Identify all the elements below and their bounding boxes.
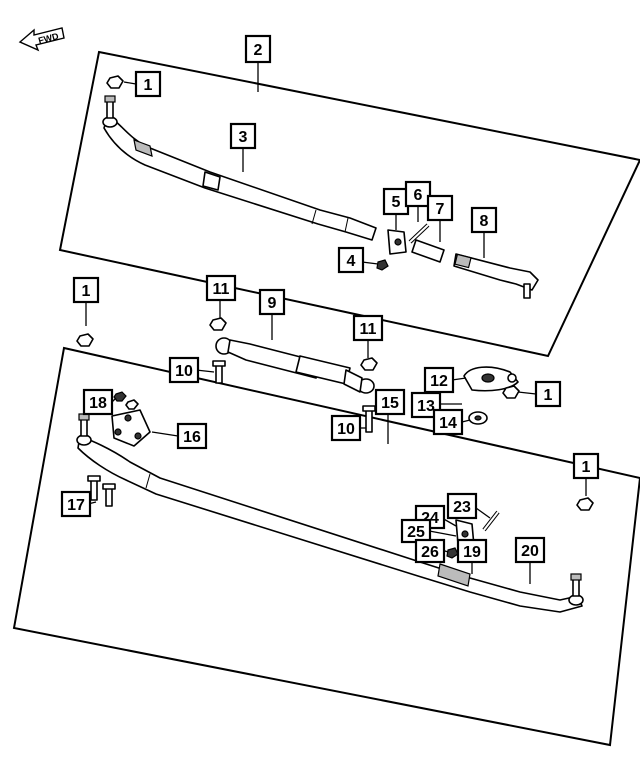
- callout-10: 10: [168, 356, 200, 384]
- callout-12: 12: [423, 366, 455, 394]
- steering-damper: [215, 337, 375, 394]
- drag-link-end-right: [568, 573, 584, 606]
- damper-bracket: [463, 366, 519, 392]
- callout-label: 1: [82, 283, 91, 300]
- upper-assembly-panel: [58, 50, 640, 358]
- callout-6: 6: [404, 180, 432, 208]
- callout-25: 25: [400, 518, 432, 544]
- callout-20: 20: [514, 536, 546, 564]
- nut-lower-right: [576, 497, 594, 511]
- callout-label: 12: [430, 373, 448, 390]
- callout-label: 8: [480, 213, 489, 230]
- callout-label: 5: [392, 194, 401, 211]
- callout-19: 19: [456, 538, 488, 564]
- callout-label: 19: [463, 544, 481, 561]
- callout-1: 1: [572, 452, 600, 480]
- callout-23: 23: [446, 492, 478, 520]
- callout-8: 8: [470, 206, 498, 234]
- callout-label: 25: [407, 524, 425, 541]
- callout-label: 17: [67, 497, 85, 514]
- callout-label: 13: [417, 398, 435, 415]
- callout-16: 16: [176, 422, 208, 450]
- callout-2: 2: [244, 34, 272, 64]
- damper-nut-left: [209, 317, 227, 331]
- plate-bolt-a: [87, 475, 101, 501]
- callout-label: 2: [254, 42, 263, 59]
- callout-9: 9: [258, 288, 286, 316]
- callout-label: 4: [347, 253, 356, 270]
- callout-label: 11: [360, 321, 377, 338]
- adjuster-sleeve: [411, 239, 445, 263]
- nut-middle-left: [76, 333, 94, 347]
- callout-label: 10: [175, 363, 193, 380]
- callout-18: 18: [82, 388, 114, 416]
- leader-lines: [85, 62, 587, 584]
- callout-15: 15: [374, 388, 406, 416]
- callout-7: 7: [426, 194, 454, 222]
- callout-label: 10: [337, 421, 355, 438]
- drag-link: [77, 435, 583, 613]
- callout-11: 11: [205, 274, 237, 302]
- drag-link-end-left: [76, 413, 92, 446]
- callout-26: 26: [414, 538, 446, 564]
- clamp-nut-lower: [446, 547, 459, 559]
- callout-4: 4: [337, 246, 365, 274]
- callout-3: 3: [229, 122, 257, 150]
- callout-label: 18: [89, 395, 107, 412]
- nut-upper: [106, 75, 124, 89]
- mounting-plate: [111, 409, 151, 447]
- callout-label: 9: [268, 295, 277, 312]
- adjuster-clamp: [387, 229, 407, 255]
- nut-middle-right: [502, 385, 520, 399]
- fwd-arrow-icon: FWD: [18, 27, 65, 52]
- callout-14: 14: [432, 408, 464, 436]
- callout-11: 11: [352, 314, 384, 342]
- damper-bolt-left: [212, 360, 226, 384]
- callout-label: 1: [544, 387, 553, 404]
- callout-17: 17: [60, 490, 92, 518]
- callout-label: 7: [436, 201, 445, 218]
- plate-nut-a: [113, 391, 127, 402]
- outer-tie-rod-end: [453, 253, 539, 299]
- callout-5: 5: [382, 187, 410, 216]
- callout-label: 15: [381, 395, 399, 412]
- clamp-bolt: [408, 223, 430, 244]
- tie-rod-tube: [103, 115, 377, 241]
- callout-label: 11: [213, 281, 230, 298]
- plate-bolt-b: [102, 483, 116, 507]
- tie-rod-end-left: [102, 95, 118, 128]
- callout-label: 26: [421, 544, 439, 561]
- callout-label: 1: [144, 77, 153, 94]
- callout-label: 16: [183, 429, 201, 446]
- callout-label: 20: [521, 543, 539, 560]
- damper-nut-right: [360, 357, 378, 371]
- callout-label: 1: [582, 459, 591, 476]
- washer: [468, 411, 488, 425]
- clamp-bolt-lower: [482, 510, 500, 532]
- callout-label: 14: [439, 415, 457, 432]
- callout-10: 10: [330, 414, 362, 442]
- callout-label: 23: [453, 499, 471, 516]
- callout-label: 3: [239, 129, 248, 146]
- callout-1: 1: [534, 380, 562, 408]
- clamp-nut: [376, 259, 389, 271]
- callout-1: 1: [72, 276, 100, 304]
- plate-nut-b: [125, 399, 139, 410]
- callout-1: 1: [134, 70, 162, 98]
- callout-label: 6: [414, 187, 423, 204]
